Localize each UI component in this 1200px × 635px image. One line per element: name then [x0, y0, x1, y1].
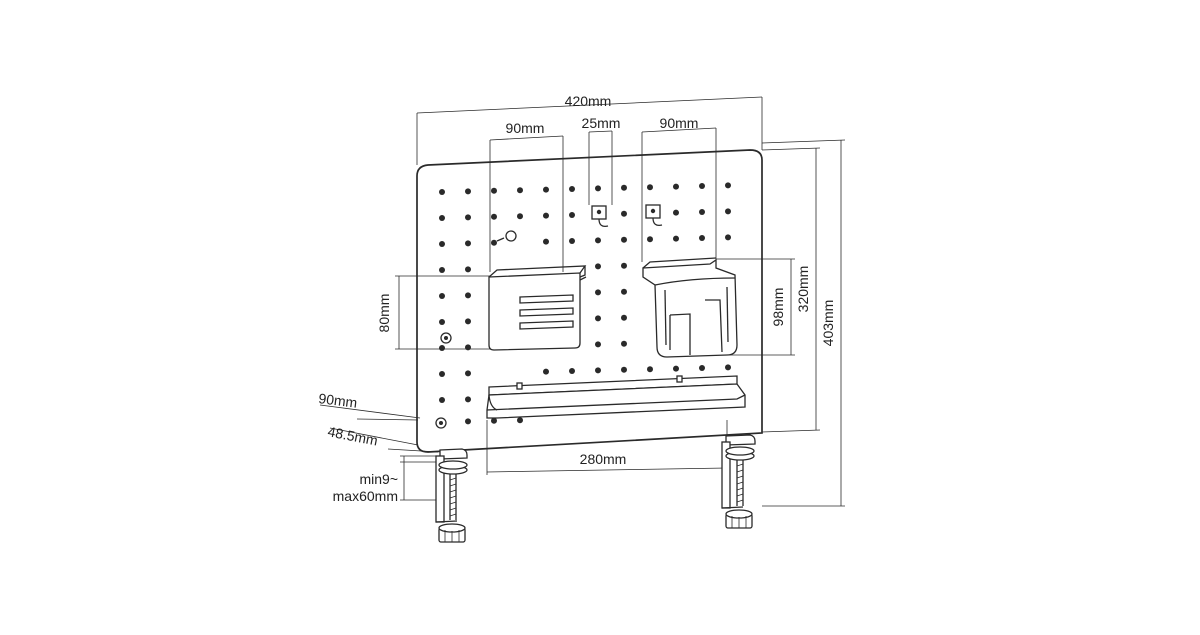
peg-hole	[517, 417, 523, 424]
peg-hole	[621, 210, 627, 217]
peg-hole	[543, 186, 549, 193]
peg-hole	[465, 396, 471, 403]
peg-hole	[439, 371, 445, 377]
peg-hole	[621, 340, 627, 347]
peg-hole	[673, 235, 679, 242]
peg-hole	[465, 370, 471, 377]
peg-hole	[439, 189, 445, 195]
hook-left	[591, 205, 609, 227]
peg-hole	[439, 241, 445, 247]
peg-hole	[699, 235, 705, 241]
peg-hole	[465, 188, 471, 195]
peg-hole	[543, 368, 549, 375]
peg-hole	[699, 209, 705, 215]
peg-hole	[725, 364, 731, 371]
peg-hole	[595, 315, 601, 322]
peg-hole	[595, 263, 601, 270]
peg-pin	[496, 230, 517, 242]
peg-hole	[465, 214, 471, 221]
label-shelf-depth: 90mm	[318, 390, 359, 411]
peg-hole	[725, 208, 731, 215]
peg-hole	[491, 417, 497, 424]
peg-hole	[439, 345, 445, 351]
label-hook-spacing: 25mm	[582, 115, 621, 131]
clamp-right	[721, 434, 756, 529]
label-cup-holder-width: 90mm	[660, 115, 699, 131]
peg-hole	[465, 318, 471, 325]
peg-hole	[725, 234, 731, 241]
peg-hole	[595, 237, 601, 244]
peg-hole	[699, 183, 705, 189]
peg-hole	[569, 238, 575, 244]
peg-hole	[621, 184, 627, 191]
hook-right	[645, 204, 663, 226]
label-basket-height: 80mm	[376, 294, 392, 333]
label-overall-height: 403mm	[820, 300, 836, 347]
peg-hole	[647, 184, 653, 191]
label-cup-holder-height: 98mm	[770, 288, 786, 327]
peg-hole	[491, 213, 497, 220]
peg-hole	[465, 292, 471, 299]
bottom-shelf	[486, 375, 746, 419]
peg-hole	[569, 212, 575, 218]
peg-hole	[439, 267, 445, 273]
peg-hole	[543, 212, 549, 219]
peg-hole	[595, 341, 601, 348]
peg-hole	[439, 215, 445, 221]
peg-hole	[595, 185, 601, 192]
peg-hole	[673, 365, 679, 372]
label-overall-width: 420mm	[565, 93, 612, 109]
cup-holder	[642, 257, 738, 358]
peg-hole	[621, 262, 627, 269]
peg-hole	[621, 314, 627, 321]
clamp-left	[435, 448, 468, 543]
pegboard-holes	[439, 182, 731, 425]
peg-hole	[699, 365, 705, 371]
label-shelf-width: 280mm	[580, 451, 627, 467]
peg-hole	[439, 293, 445, 299]
peg-hole	[647, 366, 653, 373]
pegboard-panel	[416, 149, 763, 453]
peg-hole	[621, 366, 627, 373]
label-clamp-range-line2: max60mm	[333, 488, 398, 504]
peg-hole	[543, 238, 549, 245]
peg-hole	[491, 239, 497, 246]
peg-hole	[439, 319, 445, 325]
mounting-screw-lower	[435, 417, 447, 429]
peg-hole	[725, 182, 731, 189]
peg-hole	[673, 183, 679, 190]
peg-hole	[439, 397, 445, 403]
peg-hole	[673, 209, 679, 216]
peg-hole	[517, 213, 523, 220]
peg-hole	[621, 288, 627, 295]
label-clamp-range-line1: min9~	[359, 471, 398, 487]
mounting-screw-left	[440, 332, 452, 344]
peg-hole	[569, 368, 575, 374]
peg-hole	[465, 266, 471, 273]
peg-hole	[621, 236, 627, 243]
label-panel-height: 320mm	[795, 266, 811, 313]
peg-hole	[595, 367, 601, 374]
storage-basket	[488, 265, 587, 351]
peg-hole	[465, 418, 471, 425]
peg-hole	[595, 289, 601, 296]
peg-hole	[465, 344, 471, 351]
label-basket-width: 90mm	[506, 120, 545, 136]
peg-hole	[647, 236, 653, 243]
peg-hole	[569, 186, 575, 192]
peg-hole	[491, 187, 497, 194]
peg-hole	[465, 240, 471, 247]
peg-hole	[517, 187, 523, 194]
label-clamp-depth: 48.5mm	[326, 423, 379, 448]
